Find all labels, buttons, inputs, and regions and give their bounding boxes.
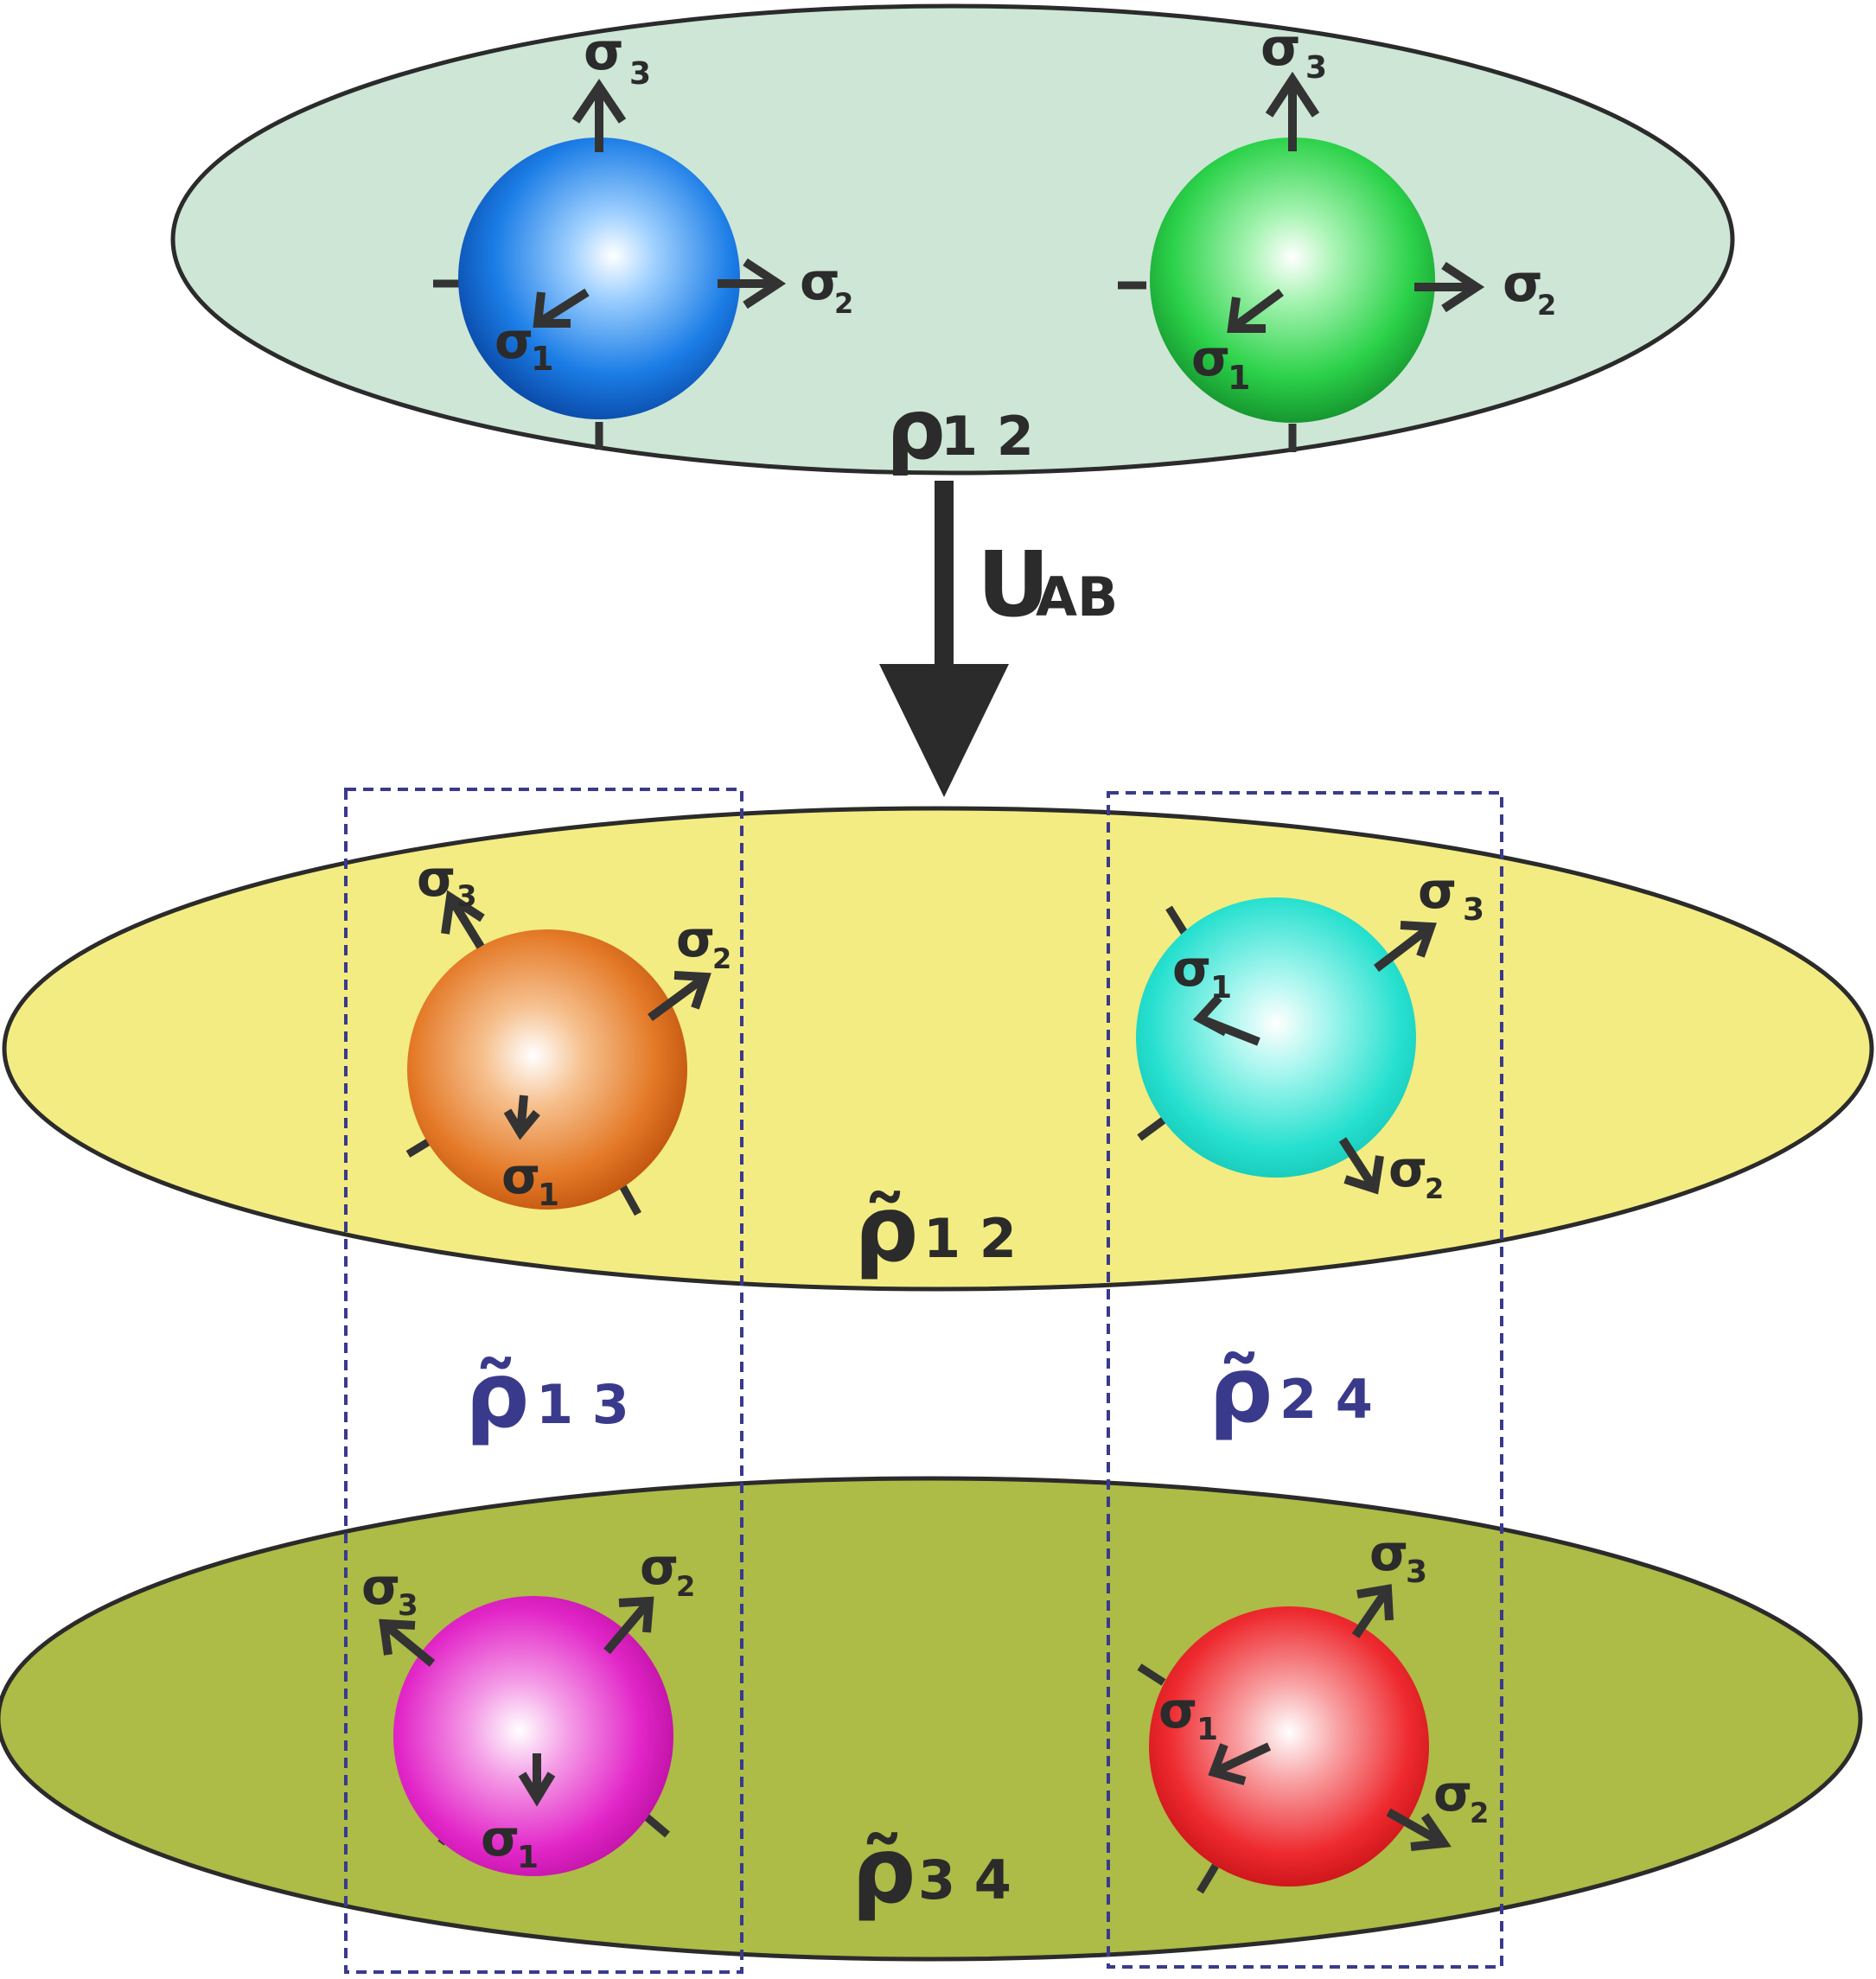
sigma1-arrow	[533, 288, 590, 328]
sigma2-subscript: 2	[1470, 1797, 1489, 1829]
rho12-subscript: 1 2	[941, 405, 1034, 468]
sphere-blue-group: σ 3 σ 2 σ 1	[433, 22, 853, 450]
sigma3-arrow	[571, 79, 627, 152]
sigma2-arrow	[718, 258, 787, 310]
sigma1-label: σ	[1191, 329, 1230, 387]
ellipse-rho12	[170, 3, 1735, 476]
sigma2-subscript: 2	[834, 287, 853, 320]
sigma1-label: σ	[501, 1146, 540, 1205]
sigma2-arrow	[648, 971, 711, 1022]
sigma1-label: σ	[1158, 1681, 1197, 1740]
sigma3-arrow	[379, 1618, 436, 1667]
sigma3-label: σ	[361, 1557, 400, 1616]
rho13-tilde-symbol: ρ̃	[465, 1343, 529, 1448]
rho24-tilde-subscript: 2 4	[1279, 1368, 1373, 1431]
sigma3-arrow	[1373, 921, 1437, 972]
sigma3-label: σ	[584, 22, 624, 82]
sigma2-label: σ	[676, 910, 715, 968]
rho13-tilde-subscript: 1 3	[536, 1373, 629, 1436]
bloch-sphere-magenta	[393, 1596, 673, 1876]
bloch-sphere-blue	[458, 137, 740, 419]
sigma2-arrow	[1414, 261, 1485, 313]
sigma3-subscript: 3	[1406, 1554, 1427, 1590]
sigma2-label: σ	[1503, 253, 1543, 314]
sigma1-subscript: 1	[1210, 970, 1232, 1005]
sigma1-arrow	[503, 1095, 540, 1140]
sigma2-subscript: 2	[1537, 289, 1556, 322]
sigma1-arrow	[1208, 1742, 1272, 1785]
sigma2-label: σ	[1433, 1764, 1472, 1823]
sigma3-subscript: 3	[629, 56, 651, 92]
bloch-sphere-red	[1149, 1606, 1429, 1886]
rho12-tilde-symbol: ρ̃	[854, 1177, 918, 1282]
axis-tick	[1196, 1863, 1219, 1894]
axis-tick	[1165, 905, 1190, 938]
sphere-green-group: σ 3 σ 2 σ 1	[1118, 17, 1556, 452]
bloch-sphere-orange	[407, 929, 687, 1210]
bloch-sphere-cyan	[1136, 897, 1416, 1178]
sigma2-subscript: 2	[712, 942, 731, 975]
rho12-tilde-subscript: 1 2	[923, 1207, 1017, 1270]
operator-arrow	[879, 481, 1009, 797]
sigma1-label: σ	[481, 1809, 520, 1867]
sigma2-label: σ	[800, 252, 840, 312]
operator-label: U	[977, 532, 1050, 637]
sphere-cyan-group: σ 3 σ 2 σ 1	[1136, 861, 1484, 1205]
sigma3-subscript: 3	[1305, 50, 1327, 86]
sigma1-subscript: 1	[1228, 359, 1250, 397]
sigma2-subscript: 2	[1425, 1172, 1444, 1205]
sigma3-subscript: 3	[1463, 892, 1484, 928]
sigma3-arrow	[1265, 71, 1320, 151]
sigma1-label: σ	[495, 311, 533, 370]
sigma3-arrow	[1351, 1584, 1394, 1638]
axis-tick	[642, 1812, 670, 1838]
sigma2-subscript: 2	[676, 1570, 695, 1603]
dashed-box-rho13	[344, 788, 743, 1974]
sigma1-arrow	[1227, 288, 1284, 333]
axis-tick	[1137, 1663, 1166, 1686]
sigma1-subscript: 1	[1196, 1712, 1218, 1747]
sphere-magenta-group: σ 3 σ 2 σ 1	[361, 1537, 695, 1876]
rho34-tilde-subscript: 3 4	[918, 1848, 1011, 1912]
operator-subscript: AB	[1036, 565, 1118, 629]
sigma2-arrow	[603, 1596, 654, 1655]
sigma1-subscript: 1	[517, 1840, 539, 1875]
axis-tick	[617, 1180, 641, 1216]
sigma1-arrow	[1192, 994, 1260, 1046]
sigma3-label: σ	[1418, 861, 1457, 920]
sigma1-subscript: 1	[531, 340, 553, 378]
sigma3-label: σ	[417, 849, 456, 908]
sigma1-arrow	[518, 1753, 556, 1807]
sigma3-label: σ	[1369, 1523, 1408, 1582]
sigma3-arrow	[441, 890, 485, 949]
sigma3-subscript: 3	[398, 1588, 418, 1623]
sigma3-subscript: 3	[456, 879, 477, 914]
sphere-orange-group: σ 3 σ 2 σ 1	[405, 849, 731, 1216]
sphere-red-group: σ 3 σ 2 σ 1	[1137, 1523, 1489, 1894]
sigma3-label: σ	[1260, 17, 1301, 78]
sigma1-subscript: 1	[538, 1178, 559, 1213]
dashed-box-rho24	[1107, 791, 1503, 1969]
axis-tick	[1137, 1115, 1168, 1141]
sigma1-label: σ	[1172, 939, 1211, 998]
bloch-sphere-green	[1150, 137, 1435, 423]
sigma2-label: σ	[1388, 1140, 1427, 1198]
sigma2-arrow	[1386, 1808, 1452, 1851]
rho24-tilde-symbol: ρ̃	[1209, 1337, 1273, 1443]
rho34-tilde-symbol: ρ̃	[852, 1818, 916, 1924]
sigma2-arrow	[1338, 1137, 1384, 1195]
sigma2-label: σ	[640, 1537, 679, 1596]
rho12-symbol: ρ	[886, 381, 946, 478]
